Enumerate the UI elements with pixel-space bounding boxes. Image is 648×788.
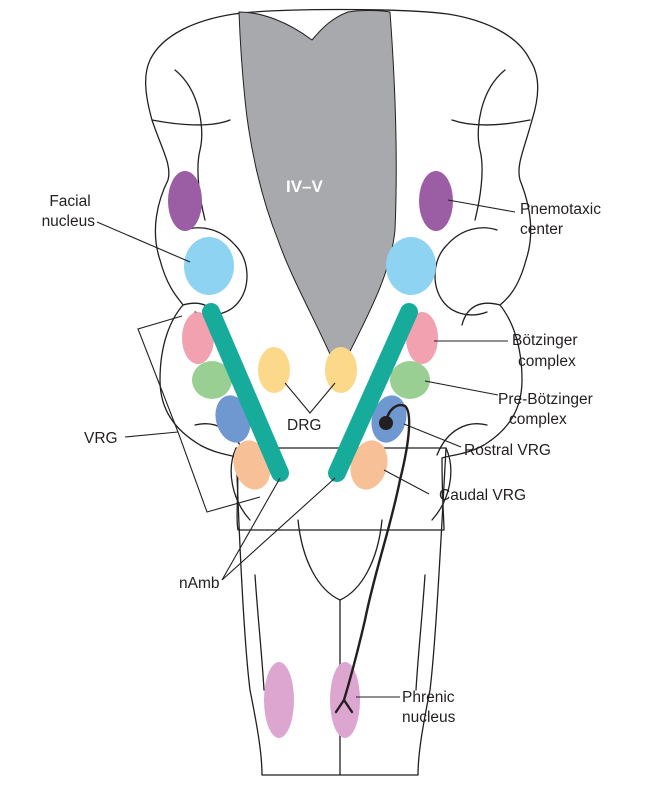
- drg-right: [325, 347, 357, 393]
- rostral-vrg-cell-body: [379, 416, 393, 430]
- facial-nucleus-label: Facial nucleus: [42, 193, 96, 230]
- spinal-cord-midline: [298, 520, 382, 600]
- facial-nucleus-left: [184, 237, 234, 295]
- drg-leader: [285, 383, 335, 413]
- spinal-cord-right-line: [416, 575, 425, 690]
- namb-label: nAmb: [179, 575, 220, 592]
- rostral-vrg-leader: [404, 424, 461, 447]
- rostral-vrg-label: Rostral VRG: [464, 442, 551, 459]
- facial-nucleus-leader: [97, 222, 190, 262]
- surface-line-right-2: [452, 120, 530, 125]
- pre-botzinger-complex-label: Pre-Bötzinger complex: [498, 391, 597, 428]
- drg-label: DRG: [287, 417, 321, 434]
- phrenic-nucleus-left: [264, 662, 294, 738]
- ventricle-label: IV–V: [286, 177, 324, 196]
- pre-botzinger-complex-leader: [425, 381, 498, 395]
- pnemotaxic-center-leader: [448, 200, 515, 212]
- pnemotaxic-center-label: Pnemotaxic center: [520, 201, 605, 238]
- surface-line-right-3: [435, 228, 497, 315]
- pnemotaxic-center-right: [419, 171, 453, 231]
- caudal-vrg-label: Caudal VRG: [439, 487, 526, 504]
- botzinger-complex-label: Bötzinger complex: [512, 332, 582, 370]
- vrg-leader: [125, 432, 178, 437]
- phrenic-nucleus-label: Phrenic nucleus: [402, 689, 459, 726]
- surface-line-right-1: [475, 70, 505, 220]
- spinal-cord-left-line: [255, 575, 264, 690]
- facial-nucleus-right: [386, 237, 436, 295]
- surface-line-left-2: [152, 120, 230, 125]
- drg-left: [258, 347, 290, 393]
- caudal-vrg-leader: [384, 470, 429, 494]
- vrg-label: VRG: [84, 430, 118, 447]
- pre-botzinger-complex-right: [390, 361, 430, 399]
- pnemotaxic-center-left: [168, 171, 202, 231]
